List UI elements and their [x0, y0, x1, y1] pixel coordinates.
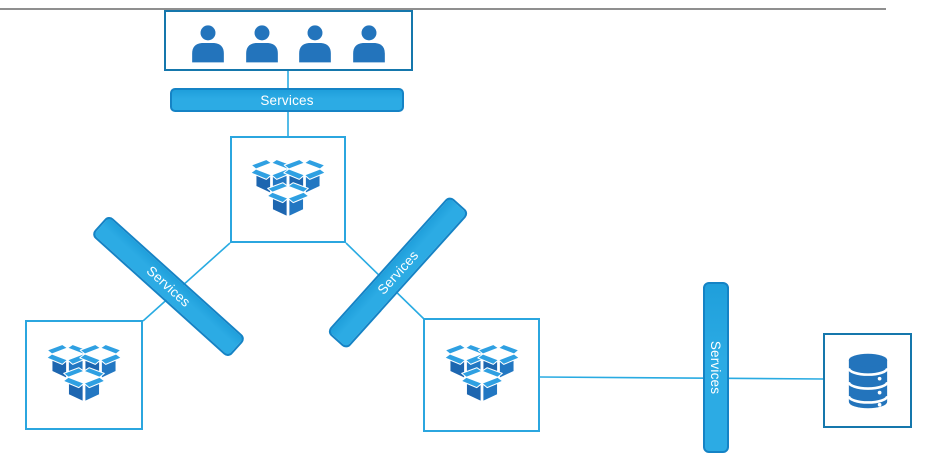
microservice-node-left[interactable]	[25, 320, 143, 430]
services-bar-top-label: Services	[260, 92, 314, 108]
user-icon	[293, 20, 337, 66]
open-boxes-icon	[444, 342, 520, 408]
user-icon	[186, 20, 230, 66]
services-bar-database[interactable]: Services	[703, 282, 729, 453]
database-node[interactable]	[823, 333, 912, 428]
users-box[interactable]	[164, 10, 413, 71]
services-bar-database-label: Services	[708, 340, 724, 395]
database-icon	[839, 348, 897, 414]
user-icon	[240, 20, 284, 66]
user-icon	[347, 20, 391, 66]
users-row	[176, 16, 401, 66]
line-center-to-left	[142, 242, 231, 322]
top-rule-line	[0, 8, 886, 10]
open-boxes-icon	[46, 342, 122, 408]
microservice-node-right[interactable]	[423, 318, 540, 432]
open-boxes-icon	[250, 157, 326, 223]
microservice-node-center[interactable]	[230, 136, 346, 243]
services-bar-top[interactable]: Services	[170, 88, 404, 112]
line-right-to-database	[539, 376, 824, 380]
